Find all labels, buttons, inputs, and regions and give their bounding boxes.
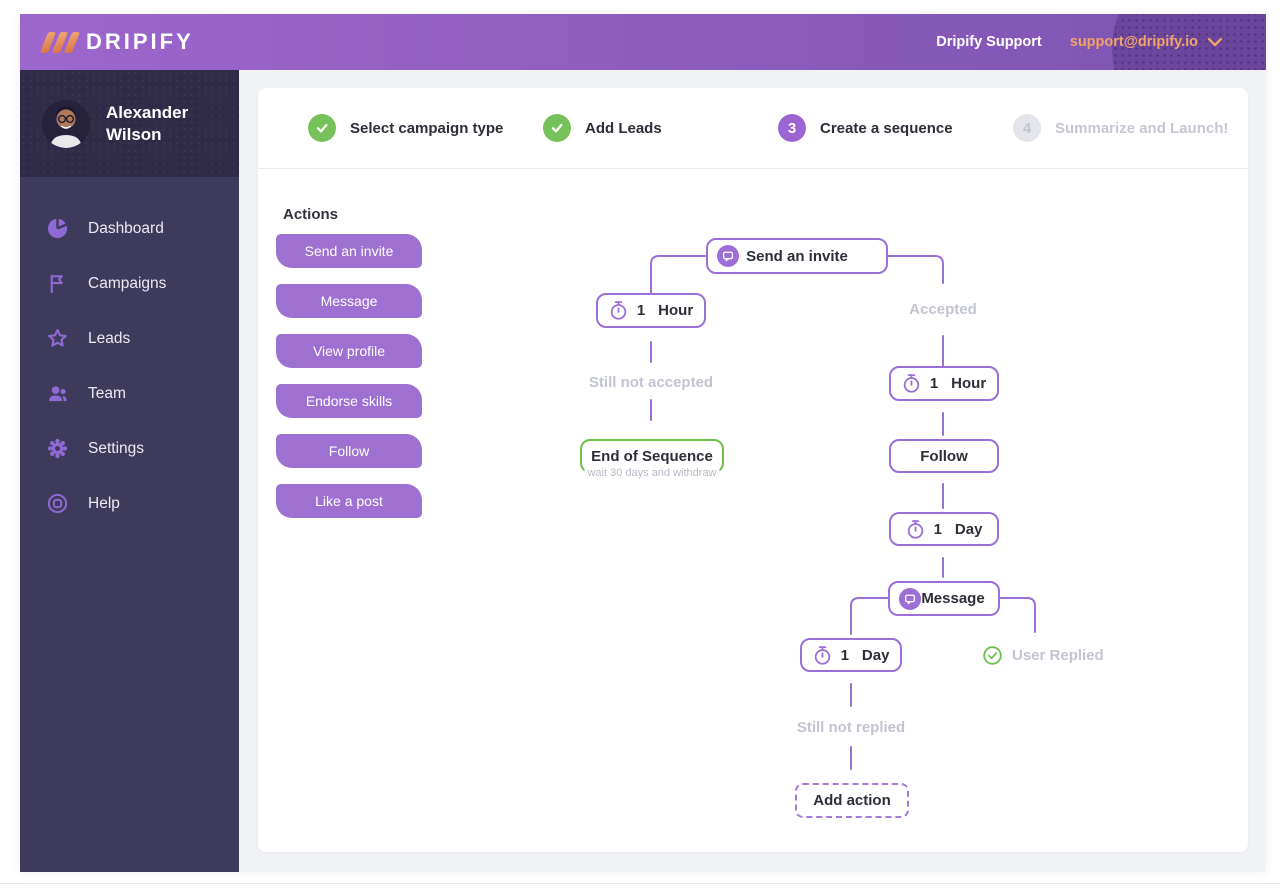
stopwatch-icon [907,519,923,539]
flow-node-delay-1hour-right[interactable]: 1 Hour [889,366,999,401]
step-label: Create a sequence [820,119,953,137]
sequence-builder: Actions Send an invite Message View prof… [258,170,1248,852]
top-header: DRIPIFY Dripify Support support@dripify.… [20,14,1266,70]
flow-node-follow[interactable]: Follow [889,439,999,473]
user-name: Alexander Wilson [106,102,189,144]
delay-unit: Hour [951,375,987,392]
flow-node-send-invite[interactable]: Send an invite [706,238,888,274]
actions-panel-title: Actions [283,206,339,223]
flag-icon [46,272,69,295]
flow-node-label: Message [921,590,985,607]
step-create-sequence[interactable]: 3 Create a sequence [778,114,1013,142]
branch-label-still-not-replied: Still not replied [796,719,906,736]
logo-text: DRIPIFY [86,29,194,54]
main-area: Select campaign type Add Leads 3 Create … [239,70,1266,872]
flow-node-label: Add action [813,792,891,809]
delay-value: 1 [933,520,942,538]
stopwatch-icon [610,301,627,320]
help-icon [46,492,69,515]
step-done-check-icon [308,114,336,142]
flow-node-delay-1hour-left[interactable]: 1 Hour [596,293,706,328]
flow-node-label: End of Sequence [591,447,713,465]
support-link[interactable]: Dripify Support [936,34,1042,50]
delay-unit: Day [861,646,890,664]
invite-chat-icon [717,245,739,267]
action-view-profile-button[interactable]: View profile [276,334,422,368]
sidebar-item-label: Dashboard [88,219,164,237]
pie-chart-icon [46,217,69,240]
header-decoration [1112,14,1266,70]
campaign-stepper: Select campaign type Add Leads 3 Create … [258,88,1248,169]
branch-label-accepted: Accepted [909,301,977,318]
flow-node-label: Send an invite [746,247,848,265]
step-number: 3 [778,114,806,142]
logo-slashes-icon [39,31,81,53]
flow-node-message[interactable]: Message [888,581,1000,616]
flow-node-delay-1day-left[interactable]: 1 Day [800,638,902,672]
action-like-post-button[interactable]: Like a post [276,484,422,518]
step-summarize-launch[interactable]: 4 Summarize and Launch! [1013,114,1248,142]
sidebar-item-label: Leads [88,329,131,347]
chevron-down-icon [1208,37,1222,46]
flow-connectors [650,255,1036,770]
stopwatch-icon [814,645,830,665]
branch-label-user-replied: User Replied [1012,647,1104,664]
team-icon [46,382,69,405]
delay-value: 1 [929,375,939,392]
delay-value: 1 [840,646,849,664]
sidebar: Alexander Wilson Dashboard [20,70,239,872]
flow-node-add-action[interactable]: Add action [795,783,909,818]
check-circle-icon [983,646,1002,665]
account-menu[interactable]: support@dripify.io [1070,34,1222,50]
step-label: Add Leads [585,119,662,137]
app-window: DRIPIFY Dripify Support support@dripify.… [20,14,1266,872]
delay-unit: Day [954,520,983,538]
step-add-leads[interactable]: Add Leads [543,114,778,142]
user-card[interactable]: Alexander Wilson [20,70,239,177]
dripify-logo[interactable]: DRIPIFY [39,29,194,55]
delay-value: 1 [636,302,646,319]
sidebar-item-help[interactable]: Help [20,476,239,531]
sidebar-nav: Dashboard Campaigns [20,177,239,531]
flow-node-label: Follow [920,447,968,465]
branch-user-replied: User Replied [982,645,1104,666]
delay-unit: Hour [658,302,694,319]
sidebar-item-campaigns[interactable]: Campaigns [20,256,239,311]
gear-icon [46,437,69,460]
sidebar-item-dashboard[interactable]: Dashboard [20,201,239,256]
flow-node-delay-1day-right[interactable]: 1 Day [889,512,999,546]
step-number: 4 [1013,114,1041,142]
branch-label-still-not-accepted: Still not accepted [588,374,714,391]
sidebar-item-label: Campaigns [88,274,167,292]
action-follow-button[interactable]: Follow [276,434,422,468]
step-select-campaign-type[interactable]: Select campaign type [308,114,543,142]
flow-node-end-of-sequence[interactable]: End of Sequence wait 30 days and withdra… [580,439,724,479]
sidebar-item-label: Team [88,384,126,402]
action-endorse-skills-button[interactable]: Endorse skills [276,384,422,418]
sidebar-item-team[interactable]: Team [20,366,239,421]
action-message-button[interactable]: Message [276,284,422,318]
sidebar-item-label: Settings [88,439,145,457]
sidebar-item-leads[interactable]: Leads [20,311,239,366]
step-label: Select campaign type [350,119,504,137]
account-email: support@dripify.io [1069,34,1198,50]
message-chat-icon [899,587,921,610]
stopwatch-icon [903,374,920,393]
action-send-invite-button[interactable]: Send an invite [276,234,422,268]
avatar [42,99,90,148]
step-label: Summarize and Launch! [1055,119,1229,137]
sequence-card: Select campaign type Add Leads 3 Create … [258,88,1248,852]
star-icon [46,327,69,350]
sidebar-item-label: Help [88,494,120,512]
header-right: Dripify Support support@dripify.io [936,34,1222,50]
step-done-check-icon [543,114,571,142]
end-of-sequence-subtitle: wait 30 days and withdraw [584,467,720,479]
sidebar-item-settings[interactable]: Settings [20,421,239,476]
page-bottom-divider [0,883,1280,884]
